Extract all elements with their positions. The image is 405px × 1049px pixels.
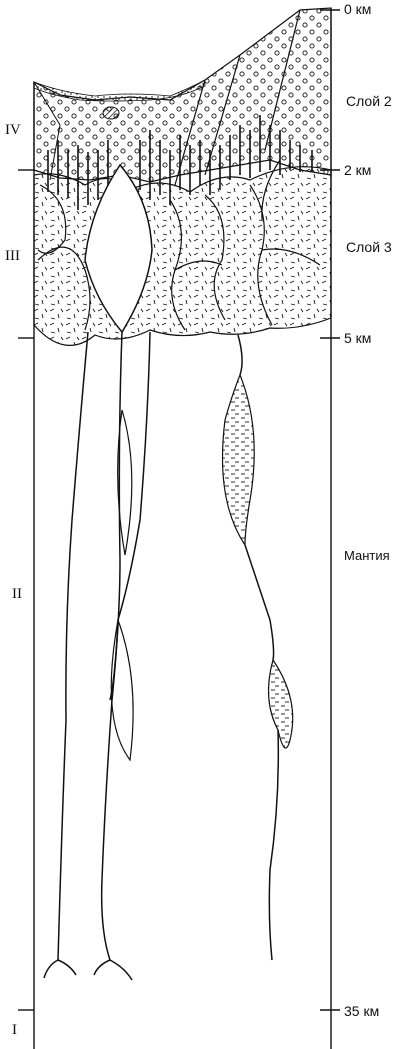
zone-label-iv: IV bbox=[5, 122, 21, 138]
layer-3-label: Слой 3 bbox=[346, 239, 392, 255]
mantle-lenses bbox=[223, 375, 293, 748]
zone-label-iii: III bbox=[5, 248, 20, 264]
depth-label-2km: 2 км bbox=[344, 162, 371, 178]
layer-2-label: Слой 2 bbox=[346, 93, 392, 109]
depth-label-5km: 5 км bbox=[344, 330, 371, 346]
zone-label-ii: II bbox=[12, 586, 22, 602]
depth-label-35km: 35 км bbox=[344, 1003, 379, 1019]
zone-label-i: I bbox=[12, 1022, 17, 1038]
layer-3-gabbro bbox=[34, 160, 331, 345]
depth-label-0km: 0 км bbox=[344, 1, 371, 17]
mantle-label: Мантия bbox=[344, 548, 390, 563]
